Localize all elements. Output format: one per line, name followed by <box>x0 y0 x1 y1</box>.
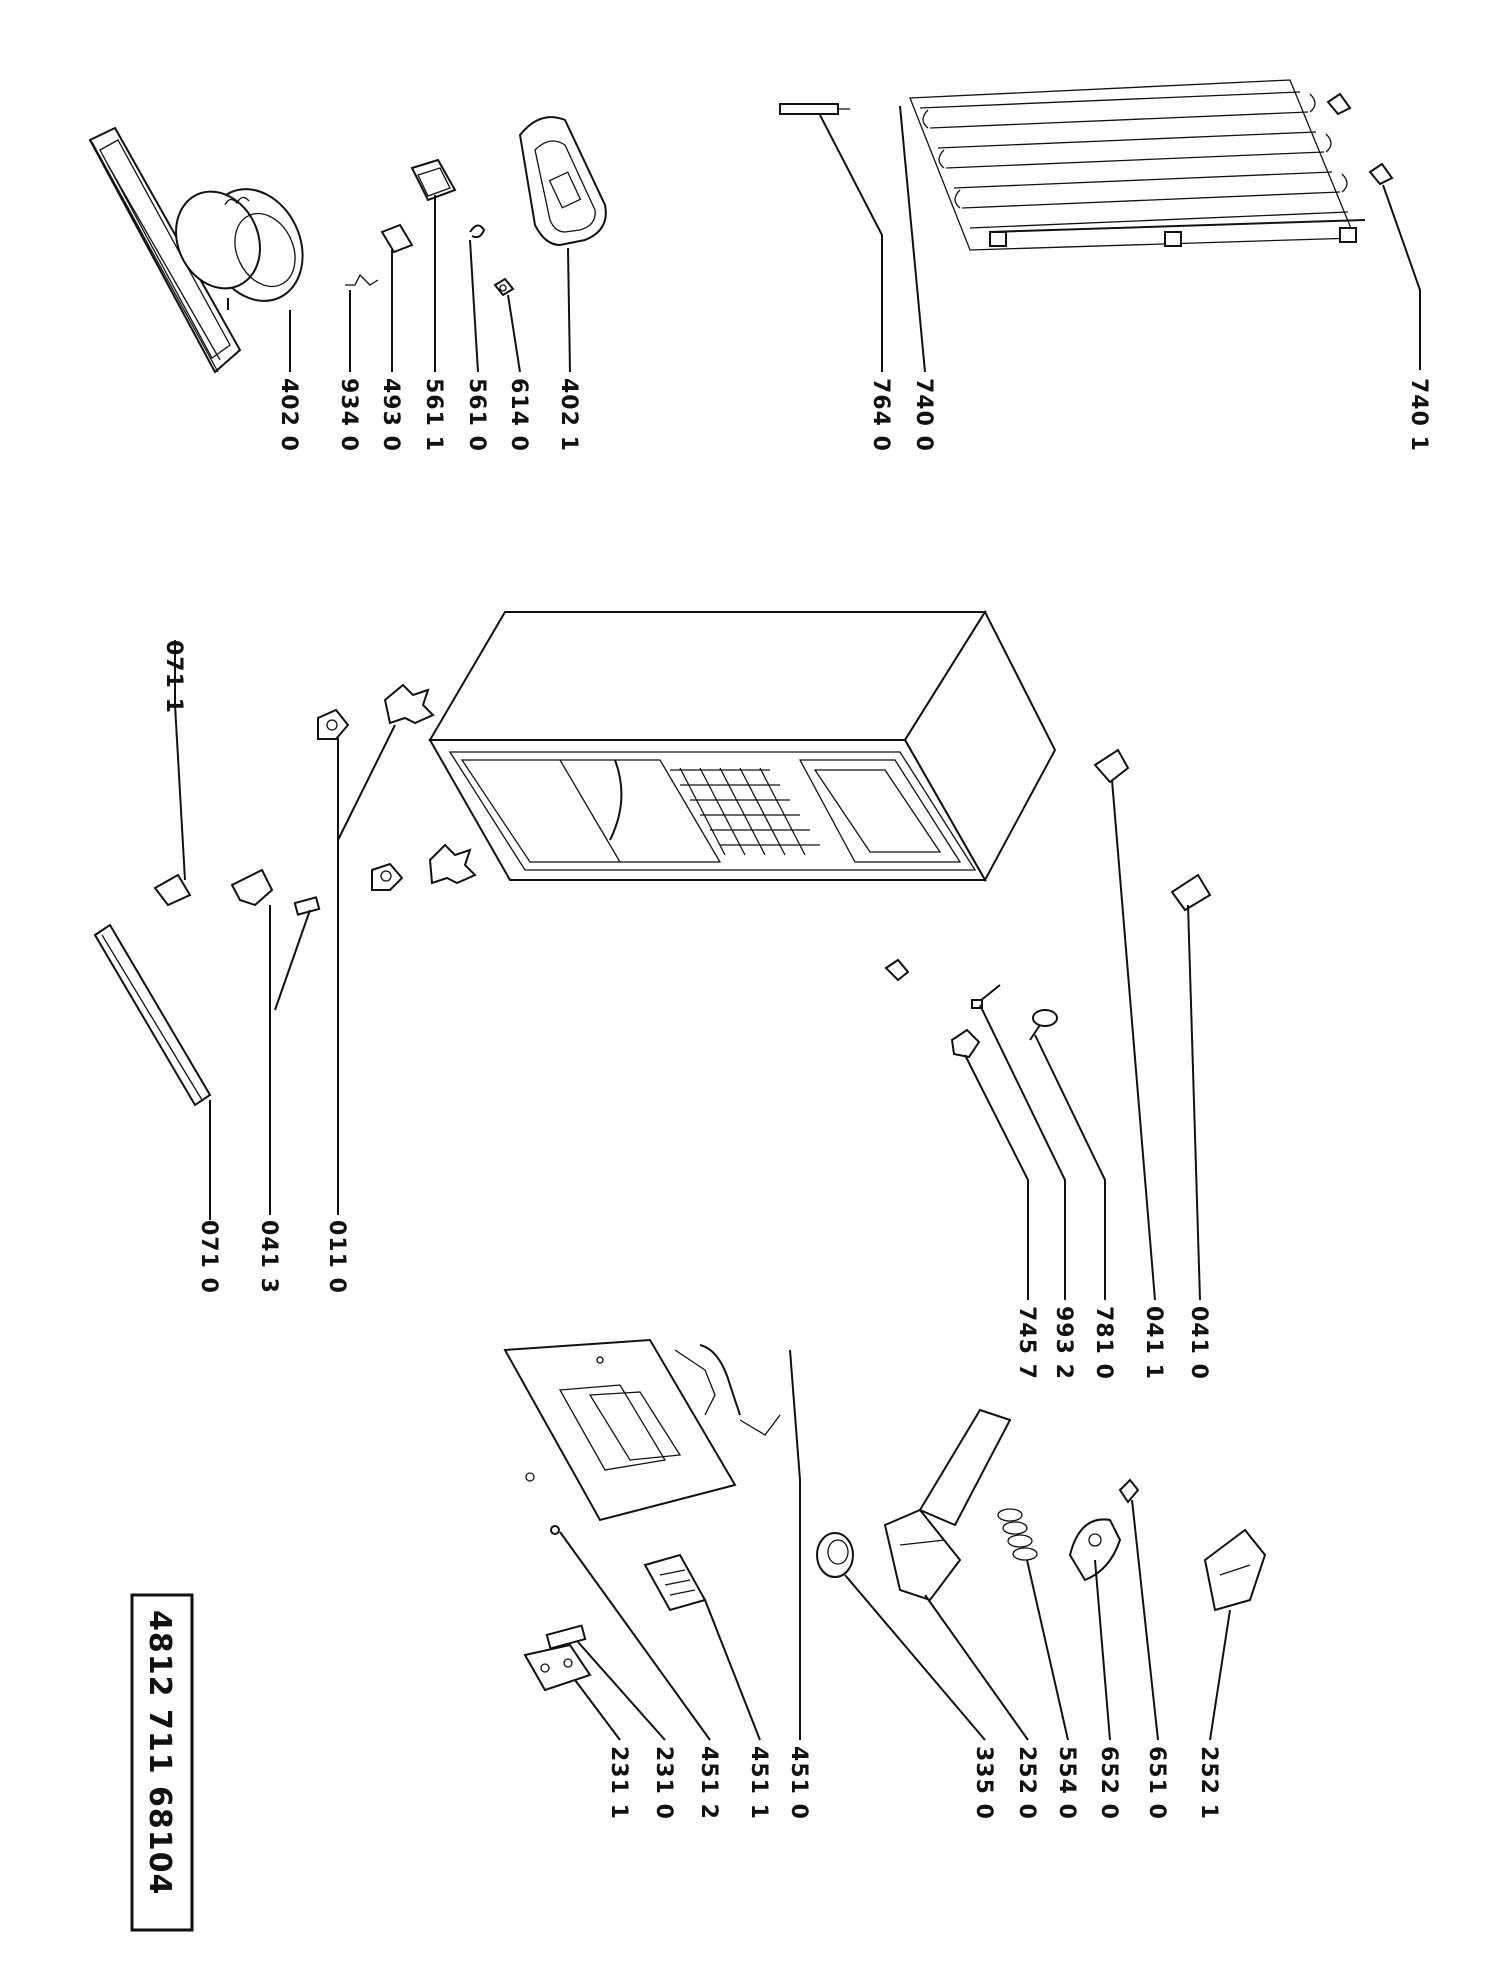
label-402-0: 402 0 <box>276 378 301 452</box>
leaders-middle-left <box>174 640 396 1220</box>
label-071-1: 071 1 <box>161 640 186 714</box>
label-041-0: 041 0 <box>1186 1306 1211 1380</box>
base-plate-drawing <box>88 126 242 374</box>
relay-block-drawing <box>380 223 414 254</box>
thermostat-dial-drawing <box>816 1532 854 1578</box>
leaders-bottom <box>559 1349 1231 1741</box>
label-740-1: 740 1 <box>1406 378 1431 452</box>
cabinet-drawing <box>428 609 1057 883</box>
hinge-right-upper-drawing <box>1093 748 1130 784</box>
lamp-socket-drawing <box>1118 1478 1140 1504</box>
hinge-bottom-lower-drawing <box>523 1643 592 1692</box>
label-561-0: 561 0 <box>464 378 489 452</box>
label-402-1: 402 1 <box>556 378 581 452</box>
spring-coil-drawing <box>997 1508 1038 1561</box>
relay-starter-drawing <box>410 158 457 202</box>
screw-drawing <box>550 1525 560 1535</box>
nameplate-drawing <box>643 1553 707 1612</box>
label-651-0: 651 0 <box>1144 1746 1169 1820</box>
door-panel-drawing <box>503 1338 741 1522</box>
compressor-cover-drawing <box>518 116 607 247</box>
model-number: 4812 711 68104 <box>142 1610 177 1895</box>
label-745-7: 745 7 <box>1014 1306 1039 1380</box>
label-451-2: 451 2 <box>696 1746 721 1820</box>
label-934-0: 934 0 <box>336 378 361 452</box>
hinge-right-lower-drawing <box>1170 873 1212 912</box>
thermostat-knob-drawing <box>950 1028 981 1059</box>
hinge-upper-drawing <box>383 683 435 725</box>
thermostat-housing-drawing <box>883 1408 1012 1602</box>
label-493-0: 493 0 <box>378 378 403 452</box>
condenser-drawing <box>909 79 1366 251</box>
label-041-1: 041 1 <box>1141 1306 1166 1380</box>
label-614-0: 614 0 <box>506 378 531 452</box>
foot-lower-drawing <box>371 862 404 891</box>
control-rod-drawing <box>971 984 1001 1009</box>
hinge-bottom-upper-drawing <box>545 1624 587 1650</box>
label-554-0: 554 0 <box>1054 1746 1079 1820</box>
switch-bracket-drawing <box>1203 1528 1267 1612</box>
label-993-2: 993 2 <box>1051 1306 1076 1380</box>
leaders-top-left <box>289 195 571 373</box>
foot-upper-drawing <box>317 708 350 740</box>
label-652-0: 652 0 <box>1096 1746 1121 1820</box>
light-bulb-drawing <box>1029 1009 1058 1041</box>
label-041-3: 041 3 <box>256 1220 281 1294</box>
condenser-clip-top-drawing <box>1326 92 1352 116</box>
model-number-box: 4812 711 68104 <box>130 1593 194 1932</box>
small-knob-drawing <box>884 958 910 982</box>
grommet-drawing <box>493 277 515 297</box>
small-tube-drawing <box>779 103 850 115</box>
label-451-1: 451 1 <box>746 1746 771 1820</box>
compressor-drawing <box>175 188 304 310</box>
label-252-0: 252 0 <box>1014 1746 1039 1820</box>
label-781-0: 781 0 <box>1091 1306 1116 1380</box>
label-561-1: 561 1 <box>421 378 446 452</box>
hinge-lower-drawing <box>428 843 477 885</box>
label-740-0: 740 0 <box>911 378 936 452</box>
label-451-0: 451 0 <box>786 1746 811 1820</box>
door-strip-drawing <box>93 923 212 1107</box>
wire-part-drawing <box>345 273 379 286</box>
label-764-0: 764 0 <box>868 378 893 452</box>
label-071-0: 071 0 <box>196 1220 221 1294</box>
bracket-drawing <box>153 873 192 907</box>
door-seal-drawing <box>739 1414 781 1436</box>
condenser-clip-drawing <box>1368 162 1394 186</box>
label-252-1: 252 1 <box>1196 1746 1221 1820</box>
clip-part-drawing <box>469 224 486 239</box>
leaders-middle-right <box>964 779 1201 1301</box>
hinge-assembly-drawing <box>230 868 321 916</box>
label-231-1: 231 1 <box>606 1746 631 1820</box>
label-011-0: 011 0 <box>324 1220 349 1294</box>
leaders-top-right <box>819 105 1421 373</box>
label-231-0: 231 0 <box>651 1746 676 1820</box>
label-335-0: 335 0 <box>971 1746 996 1820</box>
